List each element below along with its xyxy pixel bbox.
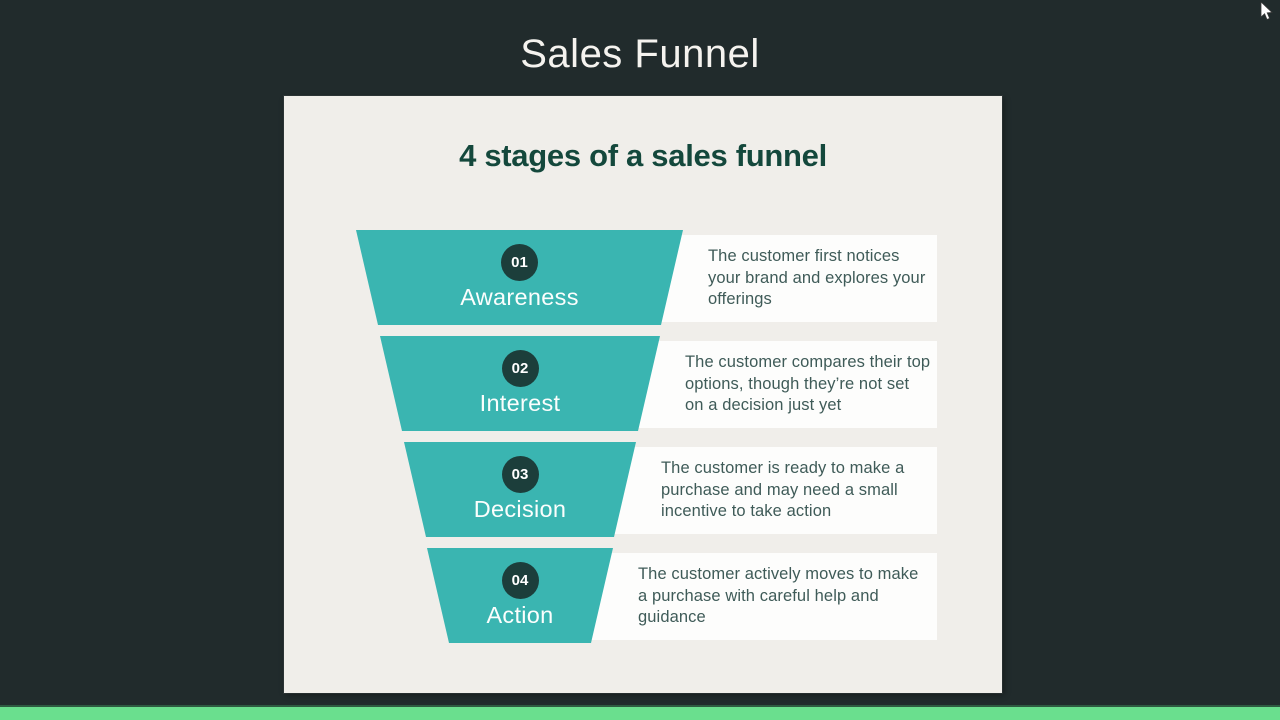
stage-description-box: The customer compares their top options,… — [620, 341, 937, 428]
stage-number-badge: 01 — [501, 244, 538, 281]
stage-label: Interest — [479, 390, 561, 416]
card-heading: 4 stages of a sales funnel — [459, 138, 827, 173]
stage-description: The customer compares their top options,… — [685, 353, 931, 415]
funnel-segment-awareness: 01 Awareness — [356, 230, 683, 325]
stage-description: The customer is ready to make a purchase… — [661, 459, 905, 521]
stage-number: 03 — [511, 466, 529, 483]
funnel-segment-decision: 03 Decision — [404, 442, 636, 537]
stage-description-box: The customer is ready to make a purchase… — [596, 447, 937, 534]
funnel-segment-interest: 02 Interest — [380, 336, 660, 431]
stage-label: Action — [486, 602, 554, 628]
stage-number: 04 — [511, 572, 529, 589]
page-title: Sales Funnel — [520, 32, 760, 76]
stage-description-box: The customer actively moves to make a pu… — [573, 553, 937, 640]
stage-number-badge: 04 — [502, 562, 539, 599]
mouse-cursor-icon — [1260, 2, 1273, 21]
stage-label: Decision — [473, 496, 567, 522]
progress-bar — [0, 705, 1280, 720]
stage-number-badge: 03 — [502, 456, 539, 493]
stage-number: 01 — [511, 254, 528, 271]
stage-number: 02 — [511, 360, 529, 377]
slide-card: 4 stages of a sales funnel The customer … — [284, 96, 1002, 693]
stage-label: Awareness — [460, 284, 579, 310]
funnel-segment-action: 04 Action — [427, 548, 613, 643]
stage-description-box: The customer first notices your brand an… — [643, 235, 937, 322]
stage-description: The customer first notices your brand an… — [708, 247, 926, 309]
stage-description: The customer actively moves to make a pu… — [638, 565, 919, 627]
stage-number-badge: 02 — [502, 350, 539, 387]
